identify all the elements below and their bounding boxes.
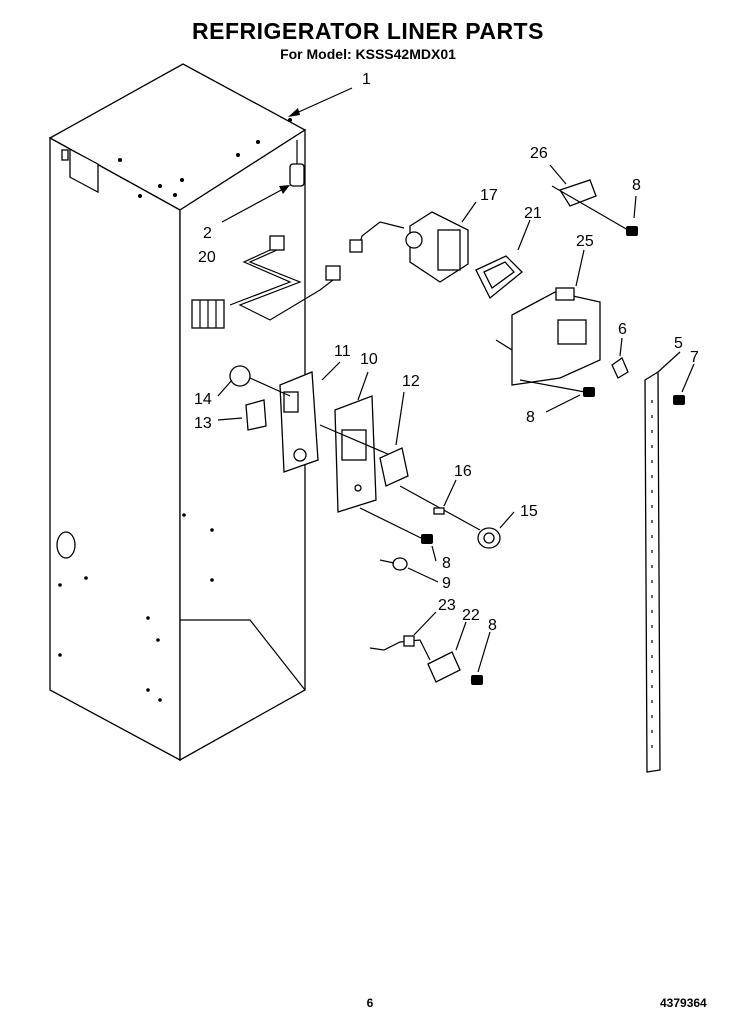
switch-part-22: [427, 651, 461, 683]
mounting-plate-part-11: [279, 371, 319, 473]
bracket-part-10: [319, 395, 391, 513]
control-housing-part: [349, 211, 469, 283]
callout-25: 25: [576, 233, 594, 250]
screw-8a: [626, 226, 638, 236]
callout-14: 14: [194, 391, 212, 408]
callout-6: 6: [618, 321, 627, 338]
screw-part-7: [673, 395, 685, 405]
top-plug-part: [289, 140, 305, 187]
housing-part-25: [495, 287, 601, 393]
callout-1: 1: [362, 71, 371, 88]
page-title: REFRIGERATOR LINER PARTS: [192, 18, 544, 44]
clip-part-6: [611, 357, 629, 379]
callout-11: 11: [334, 343, 351, 360]
callout-13: 13: [194, 415, 212, 432]
callout-23: 23: [438, 597, 456, 614]
callout-17: 17: [480, 187, 498, 204]
cover-part-26: [551, 179, 629, 231]
page-number: 6: [366, 996, 374, 1010]
wire-part-23: [369, 635, 431, 661]
screw-part-16: [399, 485, 481, 531]
callout-21: 21: [524, 205, 542, 222]
rail-part-5: [644, 370, 661, 773]
callout-2: 2: [203, 225, 212, 242]
callout-16: 16: [454, 463, 472, 480]
callout-15: 15: [520, 503, 538, 520]
callout-8-mid: 8: [526, 409, 535, 426]
part-9: [379, 557, 408, 571]
label-part-13: [245, 399, 267, 431]
document-number: 4379364: [660, 996, 707, 1010]
knob-part-14: [229, 365, 291, 397]
model-subtitle: For Model: KSSS42MDX01: [280, 46, 456, 62]
knob-part-15: [477, 527, 501, 549]
callout-8-top: 8: [632, 177, 641, 194]
wire-harness-part: [191, 235, 341, 329]
screw-8c: [359, 507, 433, 544]
callout-8-bottom: 8: [488, 617, 497, 634]
callout-leaders: [217, 87, 695, 673]
callout-labels: 1 2 20 17 21 26 8 25 6 5 7 8 11 10 12 14…: [194, 71, 699, 634]
callout-9: 9: [442, 575, 451, 592]
gasket-part: [475, 255, 523, 300]
callout-10: 10: [360, 351, 378, 368]
callout-5: 5: [674, 335, 683, 352]
screw-8d: [471, 675, 483, 685]
callout-7: 7: [690, 349, 699, 366]
callout-22: 22: [462, 607, 480, 624]
callout-8-lower: 8: [442, 555, 451, 572]
callout-12: 12: [402, 373, 420, 390]
liner-cabinet: [48, 63, 307, 762]
callout-20: 20: [198, 249, 216, 266]
plate-part-12: [379, 447, 409, 487]
callout-26: 26: [530, 145, 548, 162]
screw-8b: [583, 387, 595, 397]
